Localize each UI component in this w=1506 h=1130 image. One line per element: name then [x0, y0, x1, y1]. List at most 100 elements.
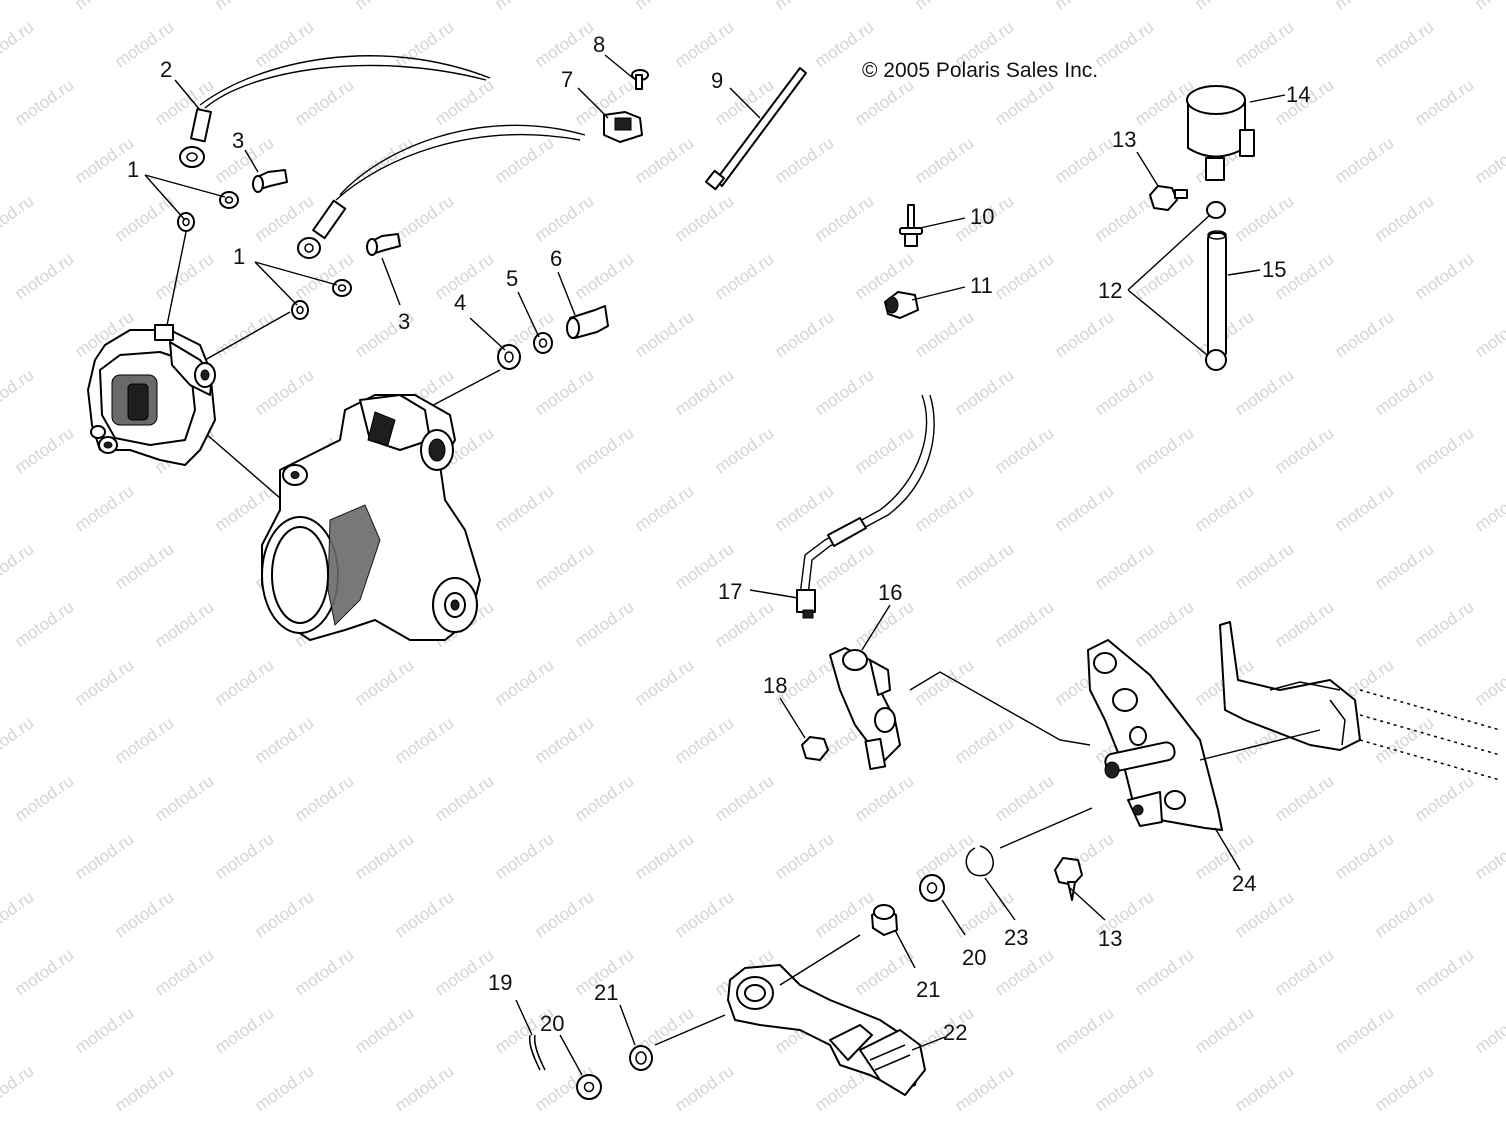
callout-10: 10 [970, 204, 994, 229]
watermark-text: motod.ru [531, 365, 597, 419]
watermark-text: motod.ru [951, 1061, 1017, 1115]
watermark-text: motod.ru [391, 1061, 457, 1115]
watermark-text: motod.ru [671, 191, 737, 245]
watermark-text: motod.ru [391, 887, 457, 941]
watermark-text: motod.ru [951, 539, 1017, 593]
assembly-line-pedal-bushing [779, 934, 861, 986]
rivet [899, 204, 923, 247]
line-clip [884, 291, 919, 319]
watermark-text: motod.ru [1471, 133, 1506, 187]
watermark-text: motod.ru [1471, 0, 1506, 13]
callout-17: 17 [718, 579, 742, 604]
watermark-text: motod.ru [571, 771, 637, 825]
watermark-text: motod.ru [531, 539, 597, 593]
watermark-text: motod.ru [531, 887, 597, 941]
watermark-text: motod.ru [951, 365, 1017, 419]
callout-19: 19 [488, 970, 512, 995]
watermark-text: motod.ru [0, 17, 37, 71]
watermark-text: motod.ru [1051, 481, 1117, 535]
watermark-text: motod.ru [911, 481, 977, 535]
banjo-bolt-upper [252, 169, 288, 193]
watermark-text: motod.ru [0, 1061, 37, 1115]
rear-hub-housing [261, 394, 481, 641]
watermark-text: motod.ru [1471, 481, 1506, 535]
brake-line-lower [339, 124, 586, 196]
watermark-text: motod.ru [71, 0, 137, 13]
watermark-text: motod.ru [1411, 249, 1477, 303]
watermark-text: motod.ru [1051, 307, 1117, 361]
cotter-pin [528, 1034, 546, 1071]
watermark-text: motod.ru [1371, 191, 1437, 245]
pedal-bushing-left [629, 1045, 653, 1071]
master-cylinder-line-inner [807, 394, 935, 596]
watermark-text: motod.ru [211, 655, 277, 709]
watermark-text: motod.ru [631, 0, 697, 13]
watermark-text: motod.ru [0, 887, 37, 941]
brake-pedal [727, 964, 926, 1096]
watermark-text: motod.ru [11, 423, 77, 477]
watermark-text: motod.ru [1411, 771, 1477, 825]
watermark-text: motod.ru [291, 75, 357, 129]
watermark-text: motod.ru [1131, 423, 1197, 477]
callout-7: 7 [561, 67, 573, 92]
watermark-text: motod.ru [111, 1061, 177, 1115]
callout-13-upper: 13 [1112, 127, 1136, 152]
watermark-text: motod.ru [851, 597, 917, 651]
watermark-text: motod.ru [811, 887, 877, 941]
bracket-mount-bolt [1054, 857, 1083, 901]
watermark-text: motod.ru [0, 191, 37, 245]
watermark-text: motod.ru [531, 191, 597, 245]
watermark-text: motod.ru [571, 423, 637, 477]
watermark-text: motod.ru [1331, 829, 1397, 883]
watermark-text: motod.ru [851, 75, 917, 129]
watermark-text: motod.ru [1271, 597, 1337, 651]
callout-15: 15 [1262, 257, 1286, 282]
watermark-text: motod.ru [1331, 481, 1397, 535]
watermark-text: motod.ru [1231, 191, 1297, 245]
callout-3-upper: 3 [232, 128, 244, 153]
watermark-text: motod.ru [1271, 423, 1337, 477]
watermark-text: motod.ru [211, 829, 277, 883]
callout-13-lower: 13 [1098, 926, 1122, 951]
watermark-text: motod.ru [351, 1003, 417, 1057]
watermark-text: motod.ru [631, 133, 697, 187]
callout-18: 18 [763, 673, 787, 698]
watermark-text: motod.ru [1131, 597, 1197, 651]
watermark-text: motod.ru [111, 713, 177, 767]
watermark-text: motod.ru [391, 713, 457, 767]
banjo-fitting-upper [179, 108, 212, 168]
watermark-text: motod.ru [991, 249, 1057, 303]
watermark-text: motod.ru [991, 597, 1057, 651]
watermark-text: motod.ru [1091, 17, 1157, 71]
watermark-text: motod.ru [671, 713, 737, 767]
watermark-text: motod.ru [1471, 1003, 1506, 1057]
watermark-text: motod.ru [1191, 481, 1257, 535]
callout-22: 22 [943, 1020, 967, 1045]
hose-clamp-upper [1206, 201, 1226, 219]
watermark-text: motod.ru [1231, 365, 1297, 419]
master-cylinder [829, 647, 901, 771]
watermark-text: motod.ru [911, 133, 977, 187]
crush-washers-upper [177, 191, 239, 232]
watermark-text: motod.ru [111, 887, 177, 941]
watermark-text: motod.ru [351, 655, 417, 709]
pedal-bushing-right [871, 904, 898, 936]
watermark-text: motod.ru [1271, 771, 1337, 825]
watermark-text: motod.ru [711, 597, 777, 651]
hub-mount-bolt [566, 305, 609, 339]
callout-4: 4 [454, 290, 466, 315]
watermark-text: motod.ru [571, 249, 637, 303]
callout-8: 8 [593, 32, 605, 57]
watermark-text: motod.ru [1371, 365, 1437, 419]
watermark-text: motod.ru [911, 307, 977, 361]
assembly-line-caliper-lower [204, 311, 291, 361]
pedal-mount-bracket [1087, 639, 1223, 831]
hose-clamp-lower [1205, 349, 1227, 371]
banjo-bolt-lower [366, 233, 401, 256]
watermark-text: motod.ru [251, 713, 317, 767]
watermark-text: motod.ru [1411, 423, 1477, 477]
watermark-text: motod.ru [11, 945, 77, 999]
watermark-text: motod.ru [571, 597, 637, 651]
callout-14: 14 [1286, 82, 1310, 107]
